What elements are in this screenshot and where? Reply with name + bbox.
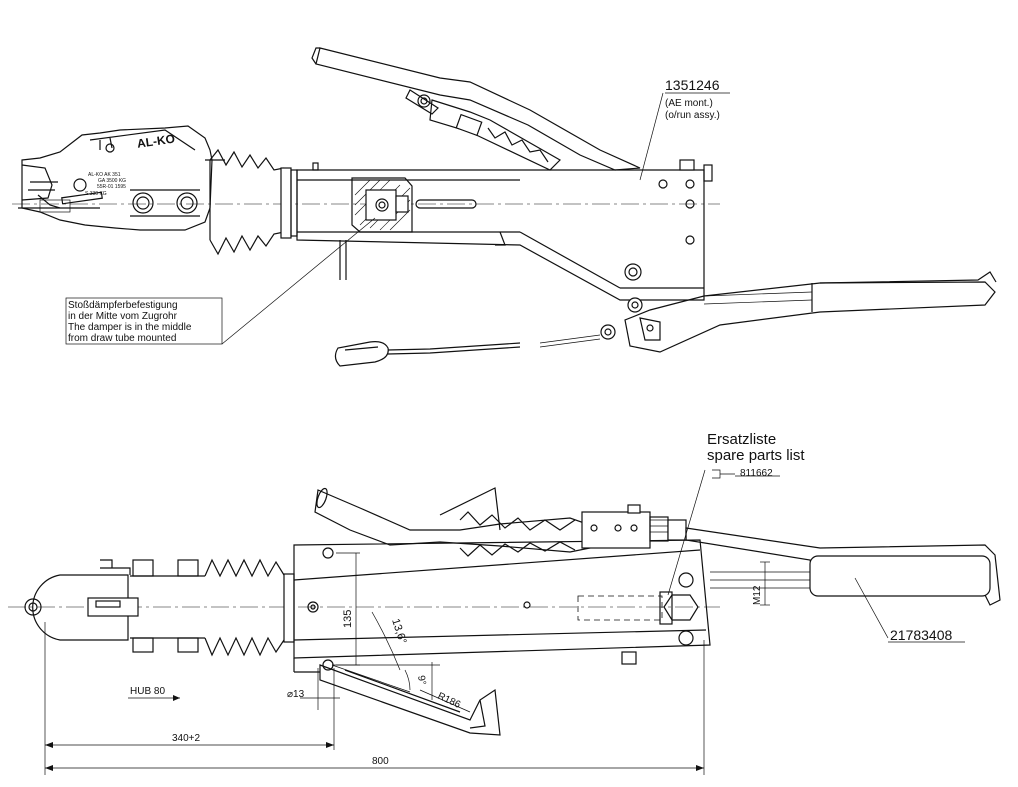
angle-13-6-label: 13,6° <box>389 617 408 645</box>
part-note-line-2: (o/run assy.) <box>665 110 720 121</box>
spare-title-de: Ersatzliste <box>707 431 776 448</box>
breakaway-cable <box>334 334 601 367</box>
plate-line-4: S 330 KG <box>85 191 107 197</box>
damper-note-line-4: from draw tube mounted <box>68 333 176 344</box>
plate-line-2: GA 3500 KG <box>98 178 126 184</box>
part-note-line-1: (AE mont.) <box>665 98 713 109</box>
coupling-head <box>18 125 225 231</box>
brake-lever-top <box>311 47 641 171</box>
brake-handle-side <box>685 527 1001 606</box>
damper-cutout <box>351 177 413 233</box>
top-view: AL-KO AL-KO AK 351 GA 3500 KG 55R-01 159… <box>12 47 997 367</box>
thread-label: M12 <box>752 585 763 605</box>
stroke-label: HUB 80 <box>130 686 165 697</box>
damper-bracket <box>319 664 501 736</box>
angle-9-label: 9° <box>415 675 427 686</box>
damper-note-line-3: The damper is in the middle <box>68 322 192 333</box>
brake-handle-top <box>600 271 997 353</box>
part-number-label: 1351246 <box>665 77 720 93</box>
handle-number-label: 21783408 <box>890 627 953 643</box>
dim-800-label: 800 <box>372 756 389 767</box>
brake-lever-side <box>314 487 687 557</box>
dim-135-label: 135 <box>342 610 354 628</box>
damper-note-line-2: in der Mitte vom Zugrohr <box>68 311 178 322</box>
bellows-top <box>209 148 285 171</box>
dim-340-label: 340+2 <box>172 733 201 744</box>
damper-note-line-1: Stoßdämpferbefestigung <box>68 300 178 311</box>
bore-label: ⌀13 <box>287 689 305 700</box>
bellows-side-top <box>204 558 285 578</box>
alko-logo: AL-KO <box>136 132 176 151</box>
spare-number-label: 811662 <box>740 468 773 479</box>
plate-line-3: 55R-01 1595 <box>97 184 126 190</box>
dimensions <box>44 552 705 775</box>
side-view: Ersatzliste spare parts list 811662 2178… <box>8 431 1001 775</box>
housing-side <box>293 539 711 673</box>
coupling-head-side <box>24 559 205 653</box>
bellows-bottom <box>209 231 285 256</box>
housing-top <box>296 159 713 301</box>
plate-line-1: AL-KO AK 351 <box>88 172 121 178</box>
spare-title-en: spare parts list <box>707 447 805 464</box>
bellows-side-bottom <box>204 636 285 657</box>
